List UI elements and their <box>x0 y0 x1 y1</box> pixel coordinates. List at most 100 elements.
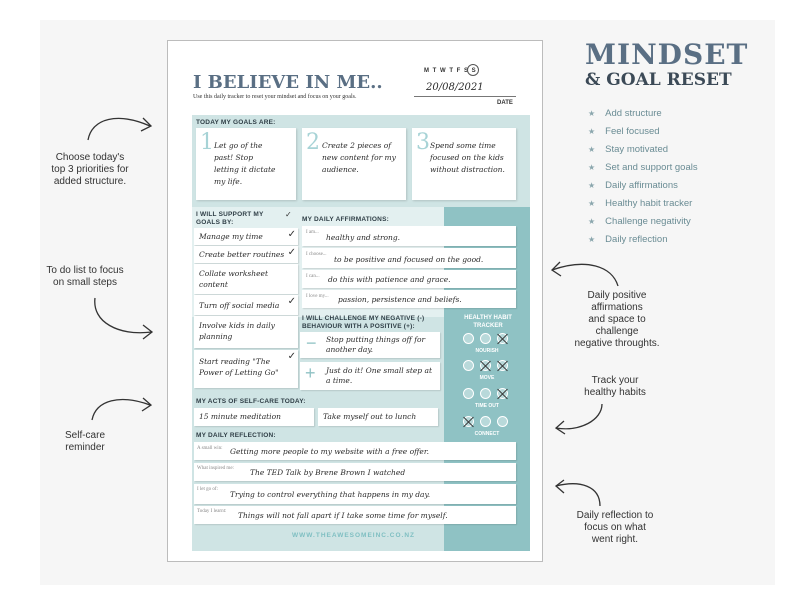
date-value: 20/08/2021 <box>426 82 484 93</box>
support-item: Turn off social media✓ <box>194 295 298 315</box>
star-icon: ★ <box>588 109 596 118</box>
date-line <box>414 96 516 97</box>
arrow-icon <box>141 397 153 412</box>
star-icon: ★ <box>588 217 596 226</box>
goal-number: 1 <box>200 130 214 155</box>
support-item: Start reading "The Power of Letting Go"✓ <box>194 350 298 388</box>
support-check-header: ✓ <box>285 210 292 219</box>
habit-icon-checked[interactable] <box>463 416 474 427</box>
habit-icon[interactable] <box>480 333 491 344</box>
feature-item: ★Feel focused <box>588 126 660 137</box>
goal-card-1: 1 Let go of the past! Stop letting it di… <box>196 128 296 200</box>
support-item: Create better routines✓ <box>194 246 298 263</box>
check-icon: ✓ <box>287 247 296 258</box>
habit-icon[interactable] <box>463 333 474 344</box>
star-icon: ★ <box>588 127 596 136</box>
sheet-subtitle: Use this daily tracker to reset your min… <box>193 94 357 100</box>
reflection-label: MY DAILY REFLECTION: <box>196 432 276 439</box>
habit-icon[interactable] <box>480 416 491 427</box>
goal-card-3: 3 Spend some time focused on the kids wi… <box>412 128 516 200</box>
check-icon: ✓ <box>287 229 296 240</box>
feature-item: ★Healthy habit tracker <box>588 198 693 209</box>
arrow-icon <box>554 479 565 494</box>
challenge-label: I WILL CHALLENGE MY NEGATIVE (-) BEHAVIO… <box>302 315 425 330</box>
annotation-todo: To do list to focus on small steps <box>46 265 124 288</box>
support-item: Involve kids in daily planning <box>194 316 298 348</box>
check-icon: ✓ <box>287 296 296 307</box>
weekday-circle <box>467 64 479 76</box>
affirmation-row: I choose...to be positive and focused on… <box>302 248 516 268</box>
affirmation-row: I am...healthy and strong. <box>302 226 516 246</box>
goal-number: 3 <box>416 130 430 155</box>
arrow-icon <box>140 117 153 132</box>
challenge-positive: + Just do it! One small step at a time. <box>300 362 440 390</box>
goal-card-2: 2 Create 2 pieces of new content for my … <box>302 128 406 200</box>
annotation-habits: Track your healthy habits <box>584 375 646 398</box>
annotation-selfcare: Self-care reminder <box>64 430 105 453</box>
reflection-row: A small win:Getting more people to my we… <box>194 442 516 460</box>
feature-item: ★Set and support goals <box>588 162 698 173</box>
star-icon: ★ <box>588 181 596 190</box>
reflection-row: Today I learnt:Things will not fall apar… <box>194 506 516 524</box>
habit-time-out: TIME OUT <box>475 403 499 409</box>
date-label: DATE <box>497 100 513 106</box>
mindset-title: MINDSET <box>585 38 749 71</box>
footer-url: WWW.THEAWESOMEINC.CO.NZ <box>292 532 416 539</box>
arrow-icon <box>142 324 154 340</box>
goal-text: Let go of the past! Stop letting it dict… <box>214 141 276 186</box>
habit-icon[interactable] <box>497 416 508 427</box>
annotation-affirmations: Daily positive affirmations and space to… <box>574 290 660 349</box>
arrow-icon <box>555 403 603 430</box>
sheet-title: I BELIEVE IN ME.. <box>193 72 383 93</box>
reflection-row: What inspired me:The TED Talk by Brene B… <box>194 463 516 481</box>
affirmation-row: I can...do this with patience and grace. <box>302 270 516 288</box>
feature-item: ★Add structure <box>588 108 662 119</box>
habit-icon[interactable] <box>463 388 474 399</box>
arrow-icon <box>555 483 601 507</box>
arrow-icon <box>94 297 153 334</box>
selfcare-item: 15 minute meditation <box>194 408 314 426</box>
arrow-icon <box>91 398 151 421</box>
goal-text: Spend some time focused on the kids with… <box>430 141 505 174</box>
arrow-icon <box>554 420 566 435</box>
habit-icon-checked[interactable] <box>497 360 508 371</box>
support-item: Manage my time✓ <box>194 228 298 245</box>
goals-label: TODAY MY GOALS ARE: <box>196 119 276 126</box>
affirmations-label: MY DAILY AFFIRMATIONS: <box>302 216 389 223</box>
habit-icon-checked[interactable] <box>497 388 508 399</box>
star-icon: ★ <box>588 235 596 244</box>
annotation-reflection: Daily reflection to focus on what went r… <box>576 510 654 545</box>
arrow-icon <box>87 117 151 141</box>
habit-tracker-label: HEALTHY HABIT TRACKER <box>464 315 512 329</box>
selfcare-item: Take myself out to lunch <box>318 408 438 426</box>
reflection-row: I let go of:Trying to control everything… <box>194 484 516 504</box>
star-icon: ★ <box>588 145 596 154</box>
star-icon: ★ <box>588 163 596 172</box>
affirmation-row: I love my...passion, persistence and bel… <box>302 290 516 308</box>
arrow-icon <box>550 261 562 277</box>
feature-item: ★Challenge negativity <box>588 216 691 227</box>
weekday-row: M T W T F S S <box>424 68 477 74</box>
challenge-negative: − Stop putting things off for another da… <box>300 332 440 358</box>
habit-icon[interactable] <box>480 388 491 399</box>
plus-icon: + <box>305 363 316 383</box>
habit-icon-checked[interactable] <box>497 333 508 344</box>
star-icon: ★ <box>588 199 596 208</box>
habit-icon-checked[interactable] <box>480 360 491 371</box>
feature-item: ★Daily reflection <box>588 234 668 245</box>
arrow-icon <box>551 263 619 287</box>
minus-icon: − <box>306 333 317 353</box>
selfcare-label: MY ACTS OF SELF-CARE TODAY: <box>196 398 306 405</box>
habit-connect: CONNECT <box>474 431 500 437</box>
feature-item: ★Daily affirmations <box>588 180 678 191</box>
goal-text: Create 2 pieces of new content for my au… <box>322 141 396 174</box>
habit-nourish: NOURISH <box>475 348 499 354</box>
check-icon: ✓ <box>287 351 296 362</box>
support-label: I WILL SUPPORT MY GOALS BY: <box>196 211 264 226</box>
support-item: Collate worksheet content <box>194 264 298 294</box>
habit-icon[interactable] <box>463 360 474 371</box>
feature-item: ★Stay motivated <box>588 144 669 155</box>
goal-reset-title: & GOAL RESET <box>585 70 732 90</box>
annotation-priorities: Choose today's top 3 priorities for adde… <box>51 152 129 187</box>
